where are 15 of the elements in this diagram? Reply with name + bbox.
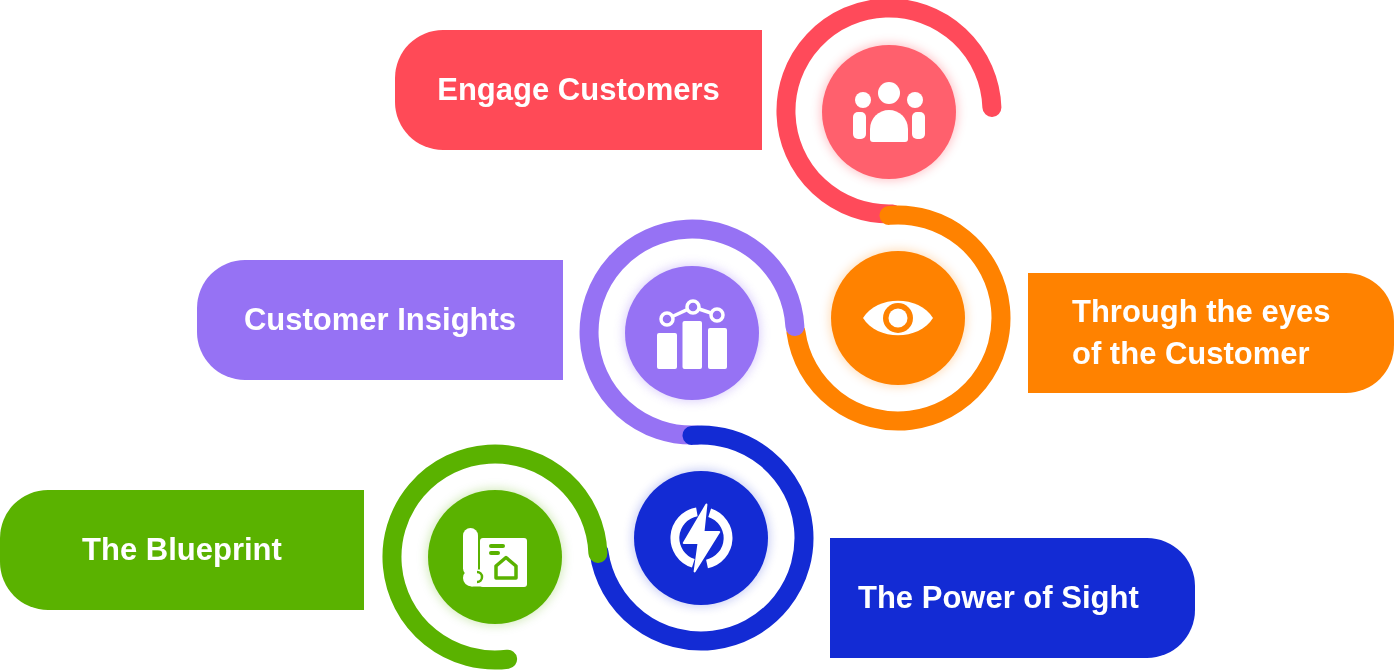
step-disc bbox=[831, 251, 965, 385]
step-disc bbox=[822, 45, 956, 179]
step-title: The Blueprint bbox=[82, 531, 282, 569]
step-disc bbox=[625, 266, 759, 400]
step-banner bbox=[830, 538, 1195, 658]
step-title: Engage Customers bbox=[437, 71, 720, 109]
step-title: The Power of Sight bbox=[858, 579, 1139, 617]
step-title: Customer Insights bbox=[243, 301, 517, 339]
step-title: Through the eyes of the Customer bbox=[1072, 293, 1332, 373]
step-banner bbox=[0, 490, 364, 610]
step-disc bbox=[634, 471, 768, 605]
step-banner bbox=[1028, 273, 1394, 393]
step-banner bbox=[197, 260, 563, 380]
step-disc bbox=[428, 490, 562, 624]
step-banner bbox=[395, 30, 762, 150]
